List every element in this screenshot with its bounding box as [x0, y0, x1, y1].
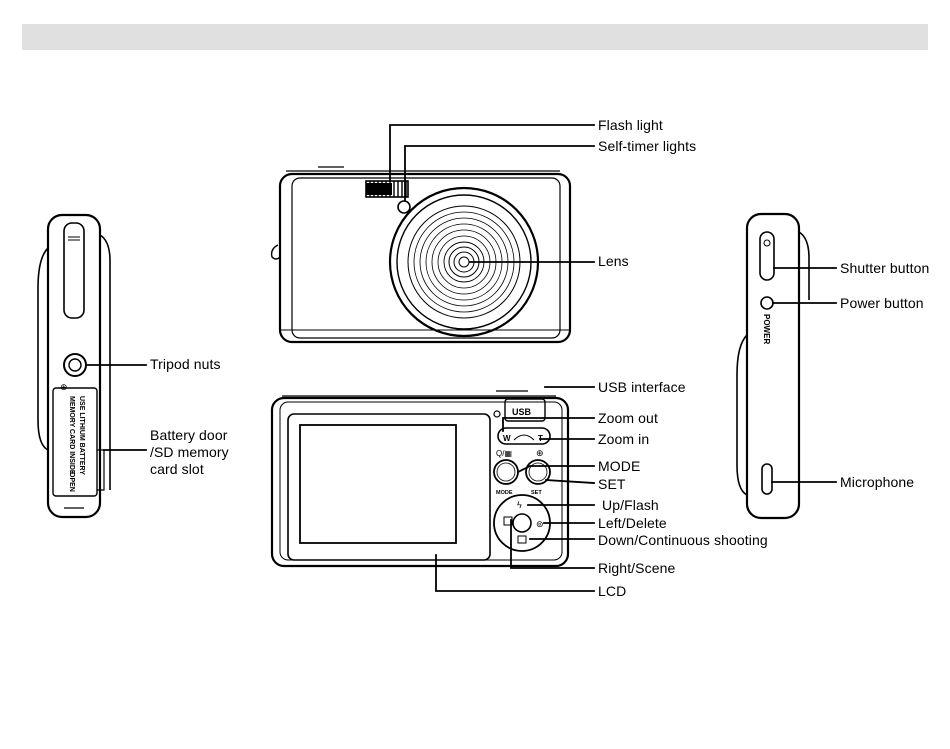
- leader-lines: [85, 124, 837, 592]
- label-down-continuous: Down/Continuous shooting: [598, 532, 768, 548]
- set-marking: SET: [531, 490, 542, 496]
- mode-button: [493, 459, 519, 485]
- label-battery-door: Battery door /SD memory card slot: [150, 427, 229, 477]
- lcd-screen: [287, 413, 491, 561]
- label-zoom-out: Zoom out: [598, 410, 658, 426]
- power-marking: POWER: [762, 314, 771, 344]
- camera-right-side-view: POWER: [736, 212, 810, 520]
- label-power-button: Power button: [840, 295, 924, 311]
- svg-text:OPEN: OPEN: [68, 472, 75, 492]
- w-marking: W: [503, 434, 511, 443]
- label-mode: MODE: [598, 458, 641, 474]
- header-bar: [22, 24, 928, 50]
- label-microphone: Microphone: [840, 474, 915, 490]
- svg-text:⊕: ⊕: [60, 382, 68, 392]
- mode-symbol: Q/▦: [496, 449, 512, 458]
- self-timer-icon: [397, 200, 411, 214]
- tripod-nut-icon: [63, 353, 87, 377]
- label-shutter-button: Shutter button: [840, 260, 930, 276]
- power-button: [760, 296, 774, 310]
- label-usb-interface: USB interface: [598, 379, 686, 395]
- delete-symbol-icon: ⊚: [536, 519, 544, 529]
- label-set: SET: [598, 476, 626, 492]
- camera-front-view: [270, 166, 572, 344]
- svg-text:USE LITHIUM BATTERY: USE LITHIUM BATTERY: [78, 396, 85, 475]
- label-zoom-in: Zoom in: [598, 431, 650, 447]
- camera-back-view: USB W T Q/▦ ⊕ MODE SET ϟ ⊚: [270, 390, 570, 568]
- microphone-icon: [761, 463, 773, 495]
- usb-marking: USB: [512, 407, 532, 417]
- svg-text:MEMORY CARD INSIDE: MEMORY CARD INSIDE: [68, 396, 75, 475]
- label-lens: Lens: [598, 253, 629, 269]
- flash-light-icon: [365, 180, 409, 198]
- label-up-flash: Up/Flash: [602, 497, 659, 513]
- camera-left-side-view: ⊕ USE LITHIUM BATTERY MEMORY CARD INSIDE…: [37, 213, 111, 519]
- label-left-delete: Left/Delete: [598, 515, 667, 531]
- set-button: [525, 459, 551, 485]
- flash-symbol-icon: ϟ: [517, 500, 522, 510]
- label-right-scene: Right/Scene: [598, 560, 676, 576]
- shutter-button: [759, 231, 775, 281]
- battery-door-marking: USE LITHIUM BATTERY MEMORY CARD INSIDE O…: [68, 396, 85, 492]
- label-lcd: LCD: [598, 583, 627, 599]
- battery-door: [52, 387, 105, 497]
- label-tripod-nuts: Tripod nuts: [150, 356, 221, 372]
- usb-interface-icon: [504, 398, 546, 422]
- label-flash-light: Flash light: [598, 117, 663, 133]
- label-self-timer-lights: Self-timer lights: [598, 138, 697, 154]
- navigation-pad: ϟ ⊚: [493, 494, 551, 552]
- zoom-rocker: [497, 427, 551, 445]
- set-symbol: ⊕: [536, 448, 544, 458]
- mode-marking: MODE: [496, 490, 513, 496]
